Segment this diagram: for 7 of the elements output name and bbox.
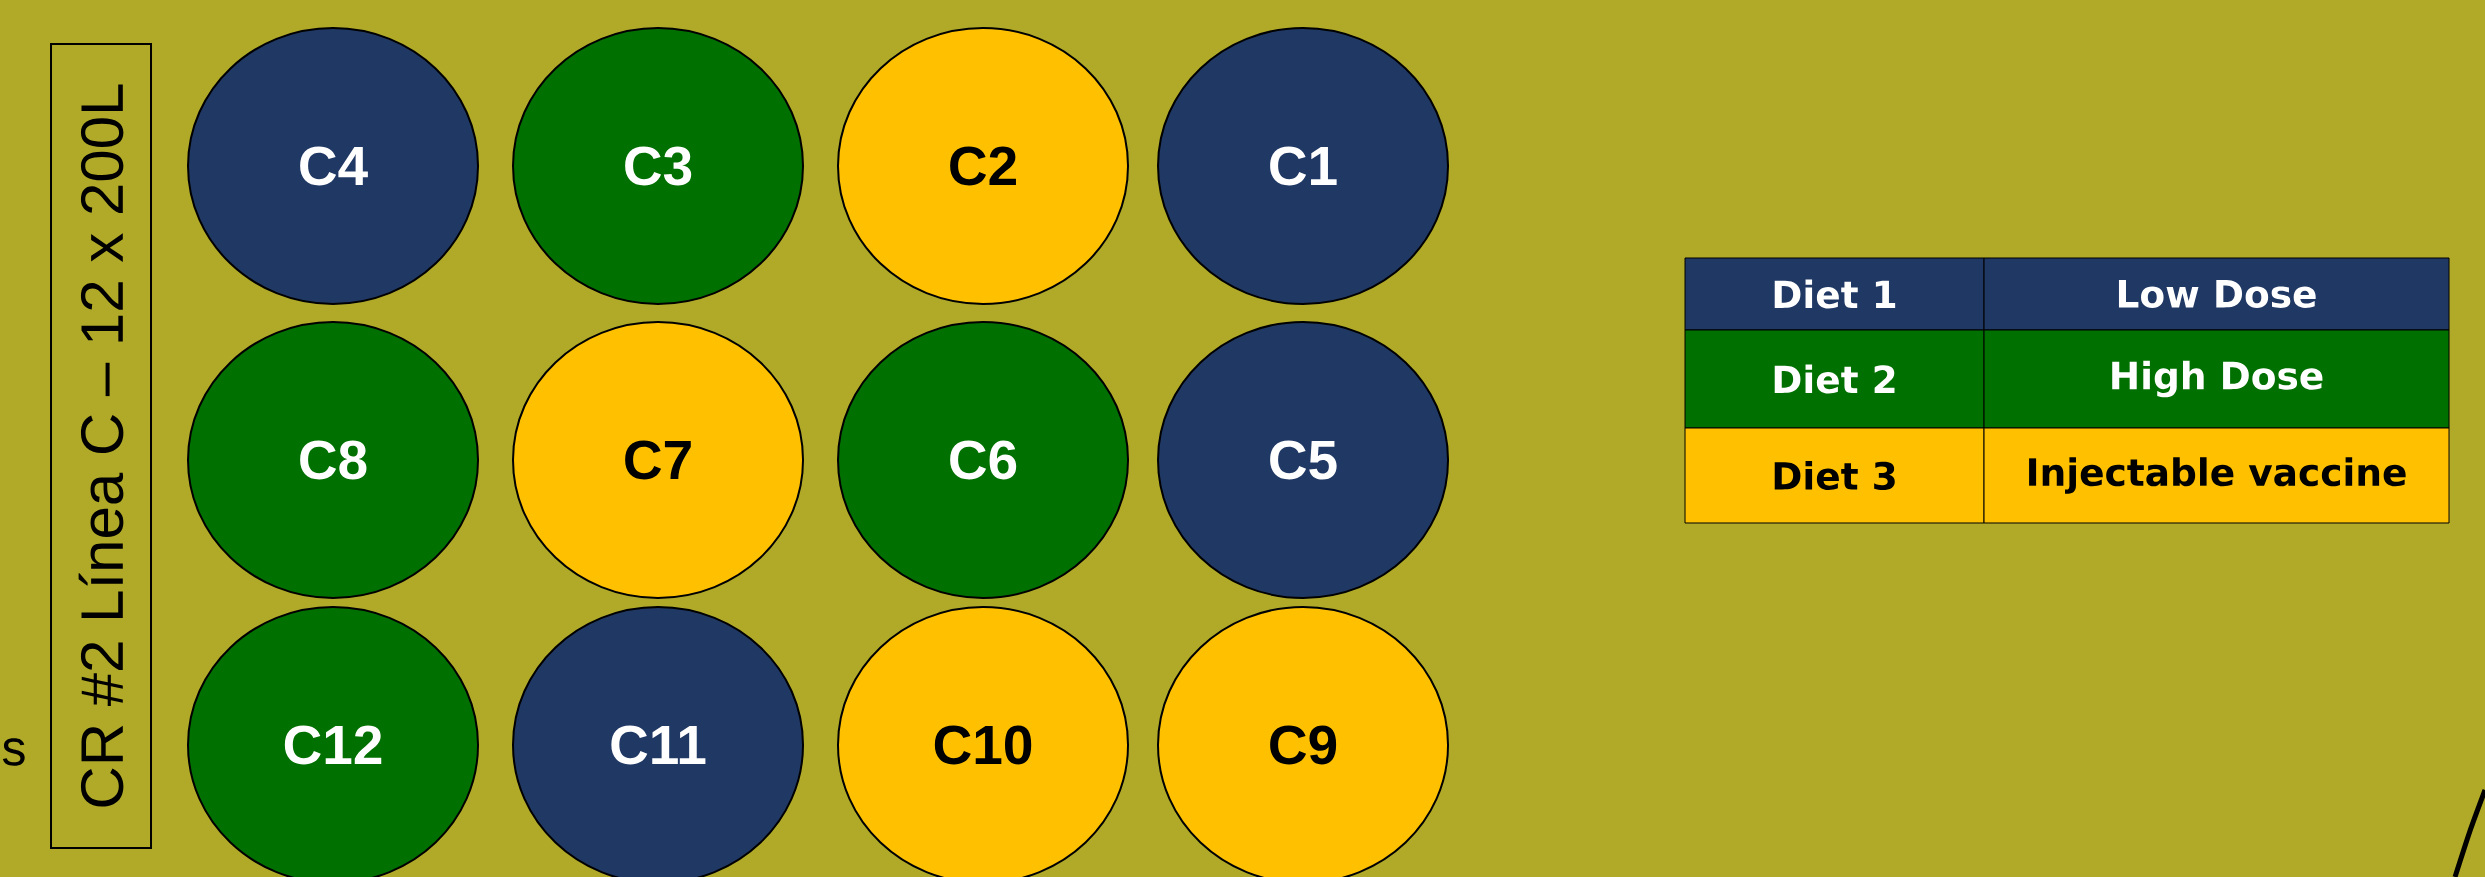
table-cell: Low Dose bbox=[1983, 257, 2450, 331]
table-cell: Diet 2 bbox=[1684, 329, 1985, 429]
table-cell: Diet 3 bbox=[1684, 427, 1985, 524]
table-cell: High Dose bbox=[1983, 329, 2450, 429]
rotated-label-box: CR #2 Línea C – 12 x 200L bbox=[50, 43, 152, 849]
table-cell: Diet 1 bbox=[1684, 257, 1985, 331]
table-cell: Injectable vaccine bbox=[1983, 427, 2450, 524]
